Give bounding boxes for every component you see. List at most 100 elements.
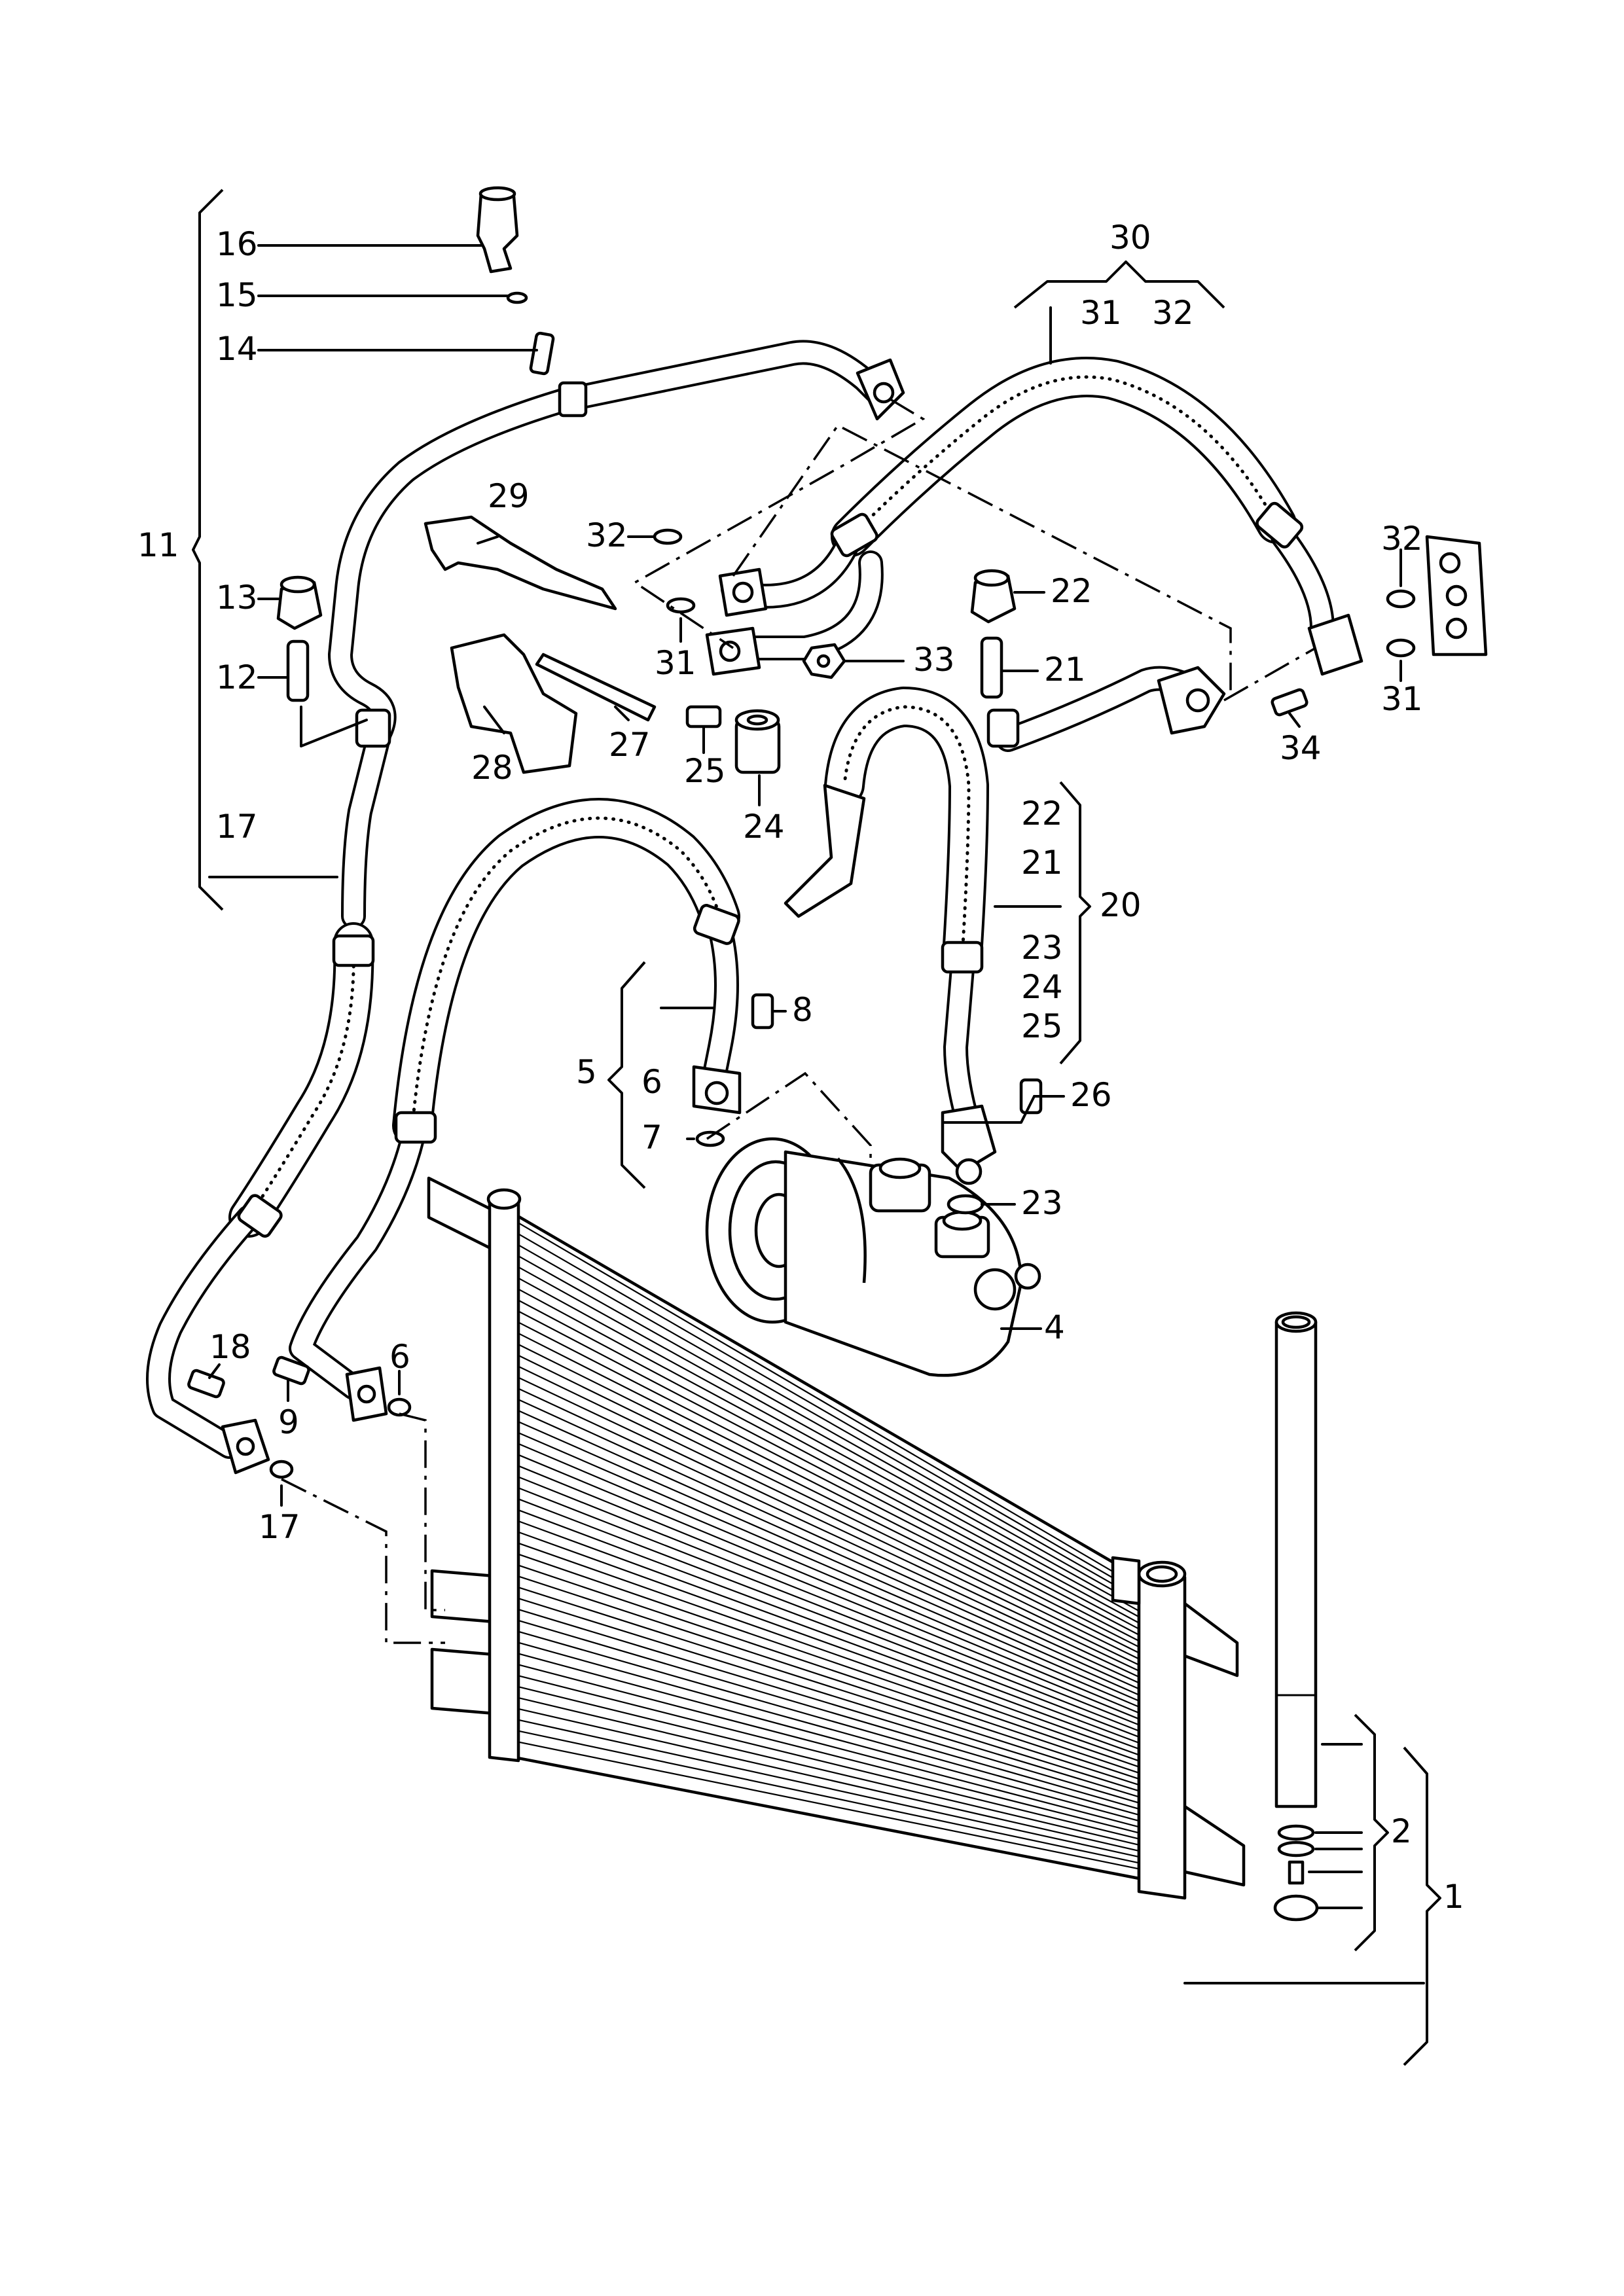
callout-23-group: 23 [1021, 929, 1063, 967]
callout-4: 4 [1044, 1308, 1065, 1346]
condenser-fin-line [518, 1388, 1140, 1678]
condenser-fin-line [518, 1653, 1140, 1822]
callout-24-group: 24 [1021, 968, 1063, 1006]
callout-25-group: 25 [1021, 1007, 1063, 1045]
condenser-fin-line [518, 1641, 1140, 1816]
callout-24-part: 24 [743, 808, 785, 846]
callout-5: 5 [576, 1053, 597, 1091]
callout-31-left: 31 [655, 644, 696, 682]
callout-32-left: 32 [586, 516, 628, 554]
callout-27: 27 [609, 726, 651, 764]
condenser-fin-line [518, 1598, 1140, 1792]
condenser-fin-line [518, 1564, 1140, 1774]
condenser-fin-line [518, 1233, 1140, 1594]
callout-6-lower: 6 [389, 1338, 410, 1376]
condenser-fin-line [518, 1333, 1140, 1648]
callout-25-part: 25 [684, 752, 726, 790]
callout-6-upper: 6 [641, 1063, 662, 1101]
condenser-fin-line [518, 1454, 1140, 1714]
braces [192, 188, 1441, 2066]
condenser-fin-line [518, 1255, 1140, 1606]
callout-21-group: 21 [1021, 844, 1063, 882]
condenser-fin-line [518, 1299, 1140, 1630]
condenser-fin-line [518, 1321, 1140, 1642]
pressure-hose [705, 357, 1488, 676]
condenser-fin-line [518, 1708, 1140, 1852]
condenser-fin-line [518, 1575, 1140, 1780]
condenser-fin-line [518, 1266, 1140, 1612]
callout-29: 29 [488, 477, 530, 515]
condenser-fin-line [518, 1365, 1140, 1666]
suction-hose [289, 798, 742, 1422]
callout-30: 30 [1110, 219, 1151, 257]
condenser-fin-line [518, 1697, 1140, 1846]
callout-1: 1 [1443, 1878, 1464, 1916]
condenser-fins [518, 1222, 1140, 1870]
callout-20: 20 [1100, 886, 1142, 924]
callout-15: 15 [216, 276, 258, 314]
callout-32-group: 32 [1152, 294, 1194, 332]
callout-11: 11 [137, 526, 179, 564]
small-parts [187, 186, 1416, 1479]
condenser-fin-line [518, 1410, 1140, 1690]
condenser-fin-line [518, 1686, 1140, 1840]
callout-18: 18 [209, 1328, 251, 1366]
condenser-fin-line [518, 1609, 1140, 1798]
condenser-fin-line [518, 1244, 1140, 1600]
callout-16: 16 [216, 225, 258, 263]
callout-33: 33 [913, 641, 955, 679]
condenser-fin-line [518, 1719, 1140, 1858]
callout-12: 12 [216, 658, 258, 696]
callout-26: 26 [1070, 1076, 1112, 1114]
condenser-fin-line [518, 1476, 1140, 1726]
condenser-fin-line [518, 1675, 1140, 1834]
condenser-fin-line [518, 1741, 1140, 1870]
condenser-fin-line [518, 1542, 1140, 1762]
condenser-fin-line [518, 1288, 1140, 1624]
ac-compressor [705, 1137, 1041, 1377]
condenser-fin-line [518, 1222, 1140, 1588]
discharge-hose [784, 666, 1226, 1185]
callout-labels: 16 15 14 11 13 12 17 29 28 27 25 24 32 3… [137, 219, 1464, 1916]
condenser-fin-line [518, 1531, 1140, 1756]
condenser-fin-line [518, 1354, 1140, 1660]
condenser-fin-line [518, 1630, 1140, 1810]
condenser-fin-line [518, 1376, 1140, 1672]
callout-2: 2 [1391, 1812, 1412, 1850]
condenser-fin-line [518, 1587, 1140, 1786]
condenser [427, 1176, 1246, 1900]
condenser-fin-line [518, 1432, 1140, 1702]
callout-22-group: 22 [1021, 795, 1063, 833]
callout-9: 9 [278, 1403, 299, 1441]
callout-7: 7 [641, 1119, 662, 1157]
callout-31-right: 31 [1381, 680, 1423, 718]
condenser-fin-line [518, 1443, 1140, 1708]
condenser-fin-line [518, 1487, 1140, 1732]
assembly-lines [281, 398, 1316, 1644]
condenser-fin-line [518, 1664, 1140, 1828]
callout-13: 13 [216, 579, 258, 617]
callout-34: 34 [1280, 729, 1322, 767]
condenser-fin-line [518, 1730, 1140, 1864]
callout-32-right: 32 [1381, 520, 1423, 558]
condenser-fin-line [518, 1344, 1140, 1654]
condenser-fin-line [518, 1509, 1140, 1744]
condenser-fin-line [518, 1399, 1140, 1684]
condenser-fin-line [518, 1277, 1140, 1618]
callout-14: 14 [216, 330, 258, 368]
condenser-fin-line [518, 1498, 1140, 1738]
condenser-fin-line [518, 1310, 1140, 1636]
callout-22-part: 22 [1051, 572, 1092, 610]
callout-21-part: 21 [1044, 651, 1086, 689]
leader-lines [208, 244, 1425, 1984]
condenser-fin-line [518, 1421, 1140, 1696]
condenser-fin-line [518, 1465, 1140, 1720]
callout-23-part: 23 [1021, 1184, 1063, 1222]
callout-17-upper: 17 [216, 808, 258, 846]
callout-31-group: 31 [1080, 294, 1122, 332]
condenser-fin-line [518, 1619, 1140, 1804]
callout-28: 28 [471, 749, 513, 787]
callout-17-lower: 17 [259, 1508, 300, 1546]
